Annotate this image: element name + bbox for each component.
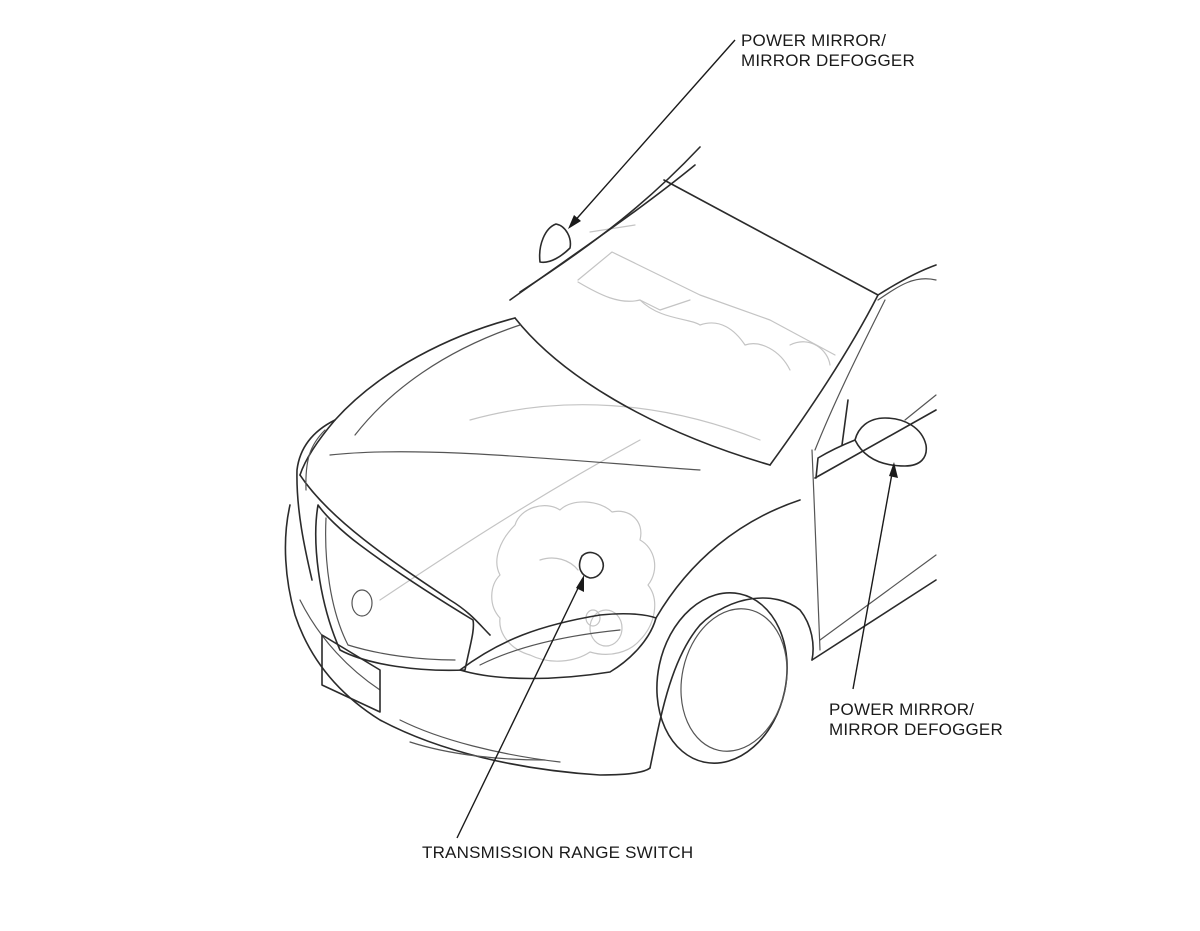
windshield-top <box>663 179 879 296</box>
callout-power-mirror-left-line2: MIRROR DEFOGGER <box>741 51 915 70</box>
callout-transmission-range-switch-label: TRANSMISSION RANGE SWITCH <box>422 843 694 862</box>
front-wheel <box>656 592 788 764</box>
arrowhead-trs <box>576 575 584 592</box>
callout-power-mirror-left: POWER MIRROR/ MIRROR DEFOGGER <box>741 31 915 71</box>
leader-line-left-mirror <box>571 39 736 225</box>
callout-power-mirror-left-line1: POWER MIRROR/ <box>741 31 887 50</box>
front-grille <box>315 504 475 672</box>
leader-lines <box>456 39 898 839</box>
car-body <box>284 146 937 776</box>
transmission-range-switch-part <box>578 551 605 579</box>
left-headlight <box>296 419 336 581</box>
leader-line-trs <box>456 579 583 839</box>
right-mirror <box>854 417 928 467</box>
license-plate <box>321 634 381 713</box>
door-top-line <box>814 409 937 479</box>
leader-line-right-mirror <box>852 467 894 690</box>
arrowhead-left-mirror <box>568 215 581 229</box>
callout-power-mirror-right-line1: POWER MIRROR/ <box>829 700 975 719</box>
right-headlight <box>459 612 657 680</box>
engine-ghost-outline <box>491 501 656 662</box>
windshield-bottom <box>514 317 771 466</box>
front-bumper <box>284 504 651 776</box>
right-fender <box>655 499 801 619</box>
roof-edge <box>519 146 701 293</box>
callout-transmission-range-switch: TRANSMISSION RANGE SWITCH <box>422 843 693 863</box>
callout-power-mirror-right: POWER MIRROR/ MIRROR DEFOGGER <box>829 700 1003 740</box>
hood-center-line <box>329 451 701 471</box>
right-a-pillar <box>877 264 937 296</box>
arrowhead-right-mirror <box>889 462 898 478</box>
callout-power-mirror-right-line2: MIRROR DEFOGGER <box>829 720 1003 739</box>
interior-ghost-outline <box>379 224 836 601</box>
left-mirror <box>538 223 572 264</box>
hood-front-edge <box>299 474 491 636</box>
